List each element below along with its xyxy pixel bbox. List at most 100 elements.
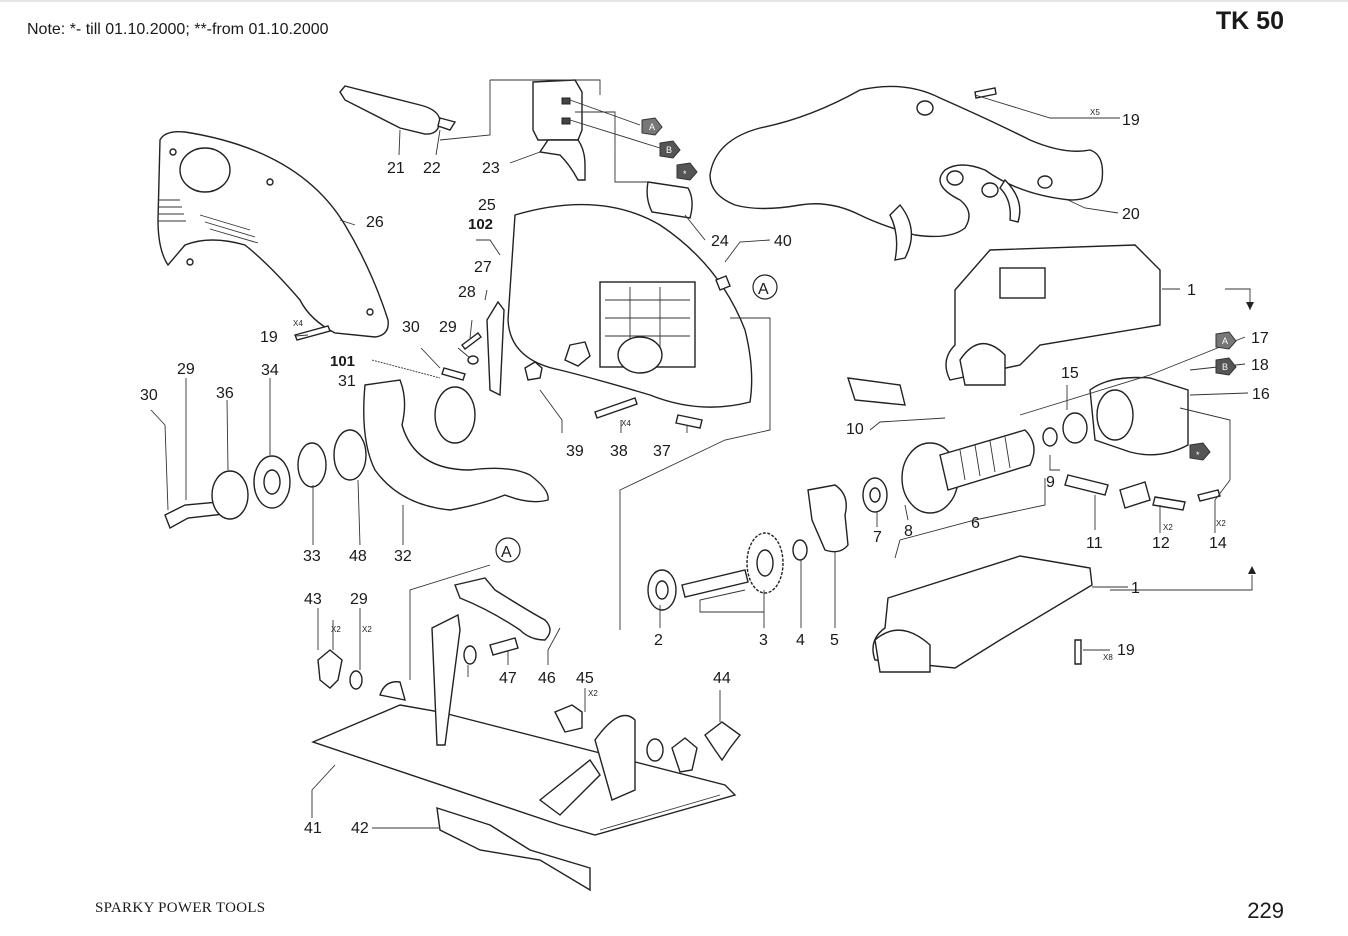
callout-32: 32	[394, 548, 412, 565]
part-45	[554, 704, 583, 733]
part-motor-housing-bottom	[872, 555, 1093, 673]
callout-19: 19	[260, 329, 278, 346]
callout-29: 29	[177, 361, 195, 378]
callout-1: 1	[1131, 580, 1140, 597]
qty-x2: X2	[362, 625, 372, 634]
part-39	[524, 361, 543, 381]
callout-26: 26	[366, 214, 384, 231]
callout-30: 30	[140, 387, 158, 404]
part-base-plate	[311, 613, 737, 836]
callout-48: 48	[349, 548, 367, 565]
qty-x2: X2	[1216, 519, 1226, 528]
note: Note: *- till 01.10.2000; **-from 01.10.…	[27, 21, 329, 38]
svg-text:B: B	[666, 145, 672, 155]
part-cable	[339, 85, 441, 135]
callout-19: 19	[1117, 642, 1135, 659]
part-bearing-7	[862, 477, 888, 513]
callout-3: 3	[759, 632, 768, 649]
arrow-up	[1248, 566, 1256, 574]
ref-a-1: A	[758, 281, 769, 298]
callout-10: 10	[846, 421, 864, 438]
part-19-top	[974, 87, 997, 99]
part-12-b	[1152, 496, 1186, 511]
callout-4: 4	[796, 632, 805, 649]
ref-circle-a-1	[752, 274, 778, 300]
callout-18: 18	[1251, 357, 1269, 374]
part-40	[715, 275, 731, 291]
callout-7: 7	[873, 529, 882, 546]
callout-11: 11	[1086, 535, 1103, 552]
part-47	[463, 645, 477, 665]
part-5	[807, 484, 849, 553]
callout-31: 31	[338, 373, 356, 390]
part-screw-30	[441, 367, 466, 381]
part-10	[846, 377, 906, 406]
part-43	[317, 649, 343, 689]
part-screw-19	[294, 325, 331, 341]
part-44	[704, 721, 741, 762]
part-washer-29	[467, 355, 479, 365]
quantity-markers: X5 X4 X4 X2 X2 X2 X2 X2 X8	[293, 108, 1226, 698]
callout-22: 22	[423, 160, 441, 177]
ref-a-2: A	[501, 544, 512, 561]
tag-b-1: B	[659, 140, 681, 159]
part-handle	[709, 85, 1104, 261]
callout-19: 19	[1122, 112, 1140, 129]
callout-25: 25	[478, 197, 496, 214]
callout-8: 8	[904, 523, 913, 540]
part-lever	[454, 577, 551, 641]
part-upper-guard	[157, 130, 389, 338]
callout-16: 16	[1252, 386, 1270, 403]
callout-42: 42	[351, 820, 369, 837]
callout-5: 5	[830, 632, 839, 649]
callouts: 1 1 2 3 4 5 6 7 8 9 10 11 12 14 15 16 17…	[140, 112, 1270, 837]
part-19-bottom	[1074, 639, 1082, 665]
callout-34: 34	[261, 362, 279, 379]
qty-x2: X2	[331, 625, 341, 634]
callout-6: 6	[971, 515, 980, 532]
part-15	[1062, 412, 1088, 444]
part-lower-guard	[363, 379, 549, 511]
callout-29: 29	[350, 591, 368, 608]
part-14	[1197, 489, 1221, 502]
tag-star-2: *	[1189, 442, 1211, 461]
part-46-bolt	[489, 637, 519, 656]
callout-36: 36	[216, 385, 234, 402]
qty-x4: X4	[293, 319, 303, 328]
part-37	[675, 414, 703, 429]
part-bearing-2	[647, 569, 677, 611]
callout-101: 101	[330, 353, 355, 370]
callout-39: 39	[566, 443, 584, 460]
qty-x8: X8	[1103, 653, 1113, 662]
callout-24: 24	[711, 233, 729, 250]
callout-14: 14	[1209, 535, 1227, 552]
svg-text:A: A	[649, 122, 655, 132]
part-wing-b	[671, 737, 698, 773]
brand: SPARKY POWER TOOLS	[95, 900, 266, 916]
svg-text:A: A	[1222, 336, 1228, 346]
callout-21: 21	[387, 160, 405, 177]
tag-a-1: A	[641, 117, 663, 136]
callout-1: 1	[1187, 282, 1196, 299]
callout-30: 30	[402, 319, 420, 336]
callout-17: 17	[1251, 330, 1269, 347]
callout-43: 43	[304, 591, 322, 608]
part-flange-stack	[164, 429, 367, 530]
part-spindle-gear	[681, 532, 784, 598]
svg-text:*: *	[1196, 450, 1200, 460]
part-gear-housing	[507, 203, 753, 408]
qty-x5: X5	[1090, 108, 1100, 117]
part-switch	[532, 79, 586, 181]
part-38	[594, 397, 638, 419]
callout-47: 47	[499, 670, 517, 687]
part-12	[1119, 481, 1151, 509]
callout-15: 15	[1061, 365, 1079, 382]
callout-44: 44	[713, 670, 731, 687]
part-11	[1064, 474, 1109, 496]
callout-38: 38	[610, 443, 628, 460]
callout-2: 2	[654, 632, 663, 649]
page-number: 229	[1247, 898, 1284, 923]
callout-9: 9	[1046, 474, 1055, 491]
model-title: TK 50	[1215, 7, 1284, 35]
